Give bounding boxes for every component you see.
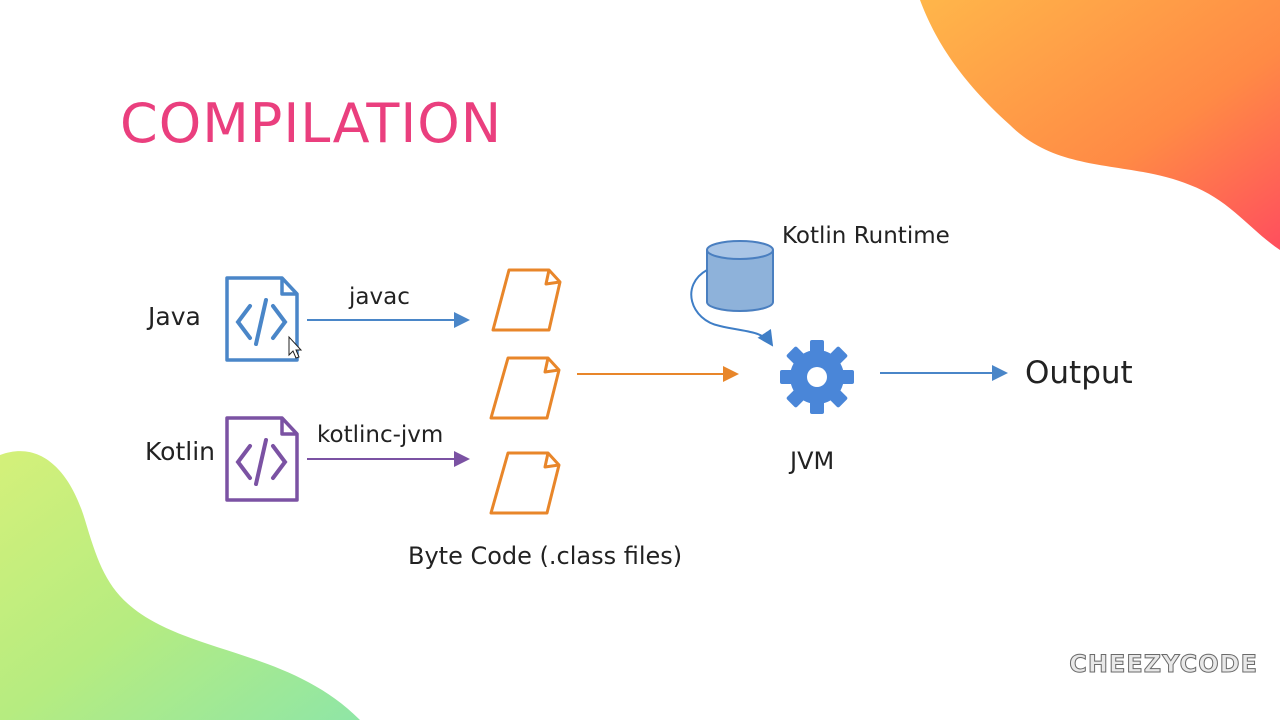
java-label: Java bbox=[148, 302, 201, 331]
kotlin-code-file-icon bbox=[225, 416, 299, 502]
bytecode-file-icon bbox=[491, 268, 562, 332]
bottom-left-blob bbox=[0, 451, 360, 720]
top-right-blob bbox=[920, 0, 1280, 250]
kotlin-label: Kotlin bbox=[145, 437, 215, 466]
gear-icon bbox=[780, 340, 854, 414]
output-label: Output bbox=[1025, 355, 1133, 391]
kotlinc-jvm-label: kotlinc-jvm bbox=[317, 422, 444, 448]
brand-logo: CHEEZYCODE bbox=[1069, 650, 1258, 679]
slide-title: COMPILATION bbox=[120, 92, 503, 155]
runtime-to-jvm-arrow bbox=[690, 269, 774, 347]
bytecode-label: Byte Code (.class files) bbox=[408, 542, 683, 570]
bytecode-file-icon bbox=[489, 451, 561, 515]
database-icon bbox=[706, 240, 774, 312]
javac-label: javac bbox=[349, 284, 410, 310]
bytecode-file-icon bbox=[489, 356, 561, 420]
kotlin-runtime-label: Kotlin Runtime bbox=[782, 223, 950, 249]
jvm-label: JVM bbox=[790, 447, 835, 475]
java-code-file-icon bbox=[225, 276, 299, 362]
mouse-cursor-icon bbox=[288, 335, 303, 359]
